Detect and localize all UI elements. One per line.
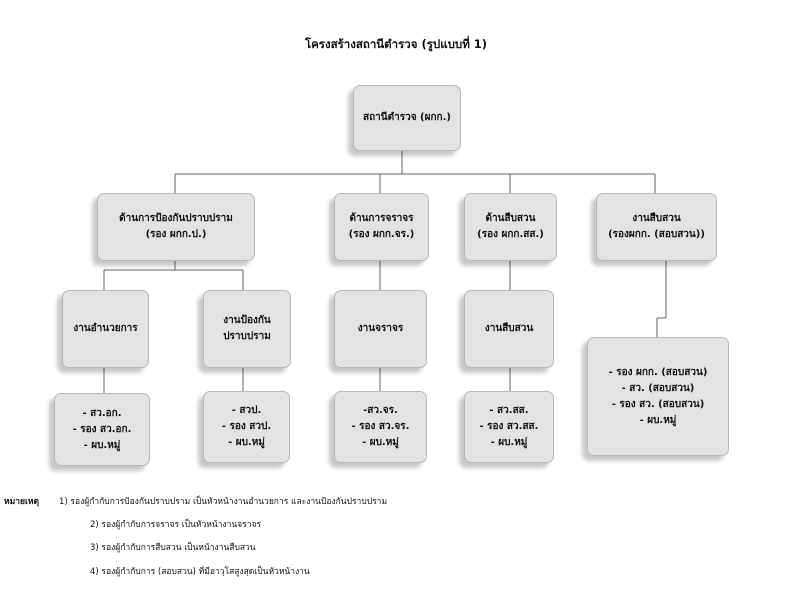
staff-item: - รอง สว.อก. — [72, 423, 132, 435]
unit-label: งานจราจร — [357, 323, 404, 334]
staff-item: -สว.จร. — [363, 405, 398, 416]
unit-label: งานป้องกัน ปราบปราม — [223, 315, 271, 342]
notes-label: หมายเหตุ — [4, 497, 39, 507]
unit-label: งานสืบสวน — [484, 323, 534, 334]
note-item: 1) รองผู้กำกับการป้องกันปราบปราม เป็นหัว… — [59, 497, 388, 507]
staff-item: - ผบ.หมู่ — [228, 437, 265, 448]
staff-item: - ผบ.หมู่ — [639, 414, 677, 426]
unit-box-administration: งานอำนวยการ — [62, 290, 149, 368]
note-item: 3) รองผู้กำกับการสืบสวน เป็นหน้างานสืบสว… — [90, 543, 256, 553]
staff-box-administration: - สว.อก. - รอง สว.อก. - ผบ.หมู่ — [54, 393, 150, 466]
division-box-traffic: ด้านการจราจร (รอง ผกก.จร.) — [334, 193, 429, 261]
staff-item: - รอง สวป. — [221, 421, 272, 432]
staff-box-traffic: -สว.จร. - รอง สว.จร. - ผบ.หมู่ — [334, 391, 427, 463]
staff-item: - สว. (สอบสวน) — [621, 382, 695, 394]
division-title: ด้านสืบสวน — [485, 213, 536, 224]
unit-box-crime-prevention: งานป้องกัน ปราบปราม — [203, 290, 291, 368]
unit-box-traffic: งานจราจร — [334, 290, 427, 368]
staff-item: - สวป. — [231, 405, 262, 416]
division-subtitle: (รอง ผกก.สส.) — [477, 229, 544, 240]
root-station-box: สถานีตำรวจ (ผกก.) — [353, 85, 461, 151]
note-item: 4) รองผู้กำกับการ (สอบสวน) ที่มีอาวุโสสู… — [90, 567, 310, 577]
staff-item: - รอง สว.สส. — [479, 421, 539, 432]
staff-item: - รอง สว.จร. — [351, 421, 410, 432]
staff-item: - รอง ผกก. (สอบสวน) — [608, 366, 708, 378]
division-box-inquiry: งานสืบสวน (รองผกก. (สอบสวน)) — [596, 193, 717, 261]
staff-item: - ผบ.หมู่ — [83, 439, 121, 451]
division-title: ด้านการจราจร — [349, 213, 414, 224]
division-title: งานสืบสวน — [632, 213, 681, 224]
staff-item: - ผบ.หมู่ — [490, 437, 528, 448]
division-title: ด้านการป้องกันปราบปราม — [119, 213, 233, 224]
division-subtitle: (รองผกก. (สอบสวน)) — [608, 229, 705, 240]
staff-box-inquiry: - รอง ผกก. (สอบสวน) - สว. (สอบสวน) - รอง… — [587, 337, 729, 456]
note-item: 2) รองผู้กำกับการจราจร เป็นหัวหน้างานจรา… — [90, 520, 262, 530]
staff-item: - รอง สว. (สอบสวน) — [611, 398, 705, 410]
division-subtitle: (รอง ผกก.ป.) — [145, 229, 207, 240]
root-label: สถานีตำรวจ (ผกก.) — [363, 112, 451, 123]
division-box-investigation: ด้านสืบสวน (รอง ผกก.สส.) — [464, 193, 557, 261]
staff-item: - สว.สส. — [489, 405, 529, 416]
staff-item: - ผบ.หมู่ — [362, 437, 399, 448]
staff-item: - สว.อก. — [82, 407, 122, 419]
diagram-title: โครงสร้างสถานีตำรวจ (รูปแบบที่ 1) — [304, 37, 488, 51]
division-box-prevention: ด้านการป้องกันปราบปราม (รอง ผกก.ป.) — [97, 193, 255, 261]
unit-label: งานอำนวยการ — [73, 323, 138, 334]
staff-box-crime-prevention: - สวป. - รอง สวป. - ผบ.หมู่ — [203, 391, 290, 463]
division-subtitle: (รอง ผกก.จร.) — [348, 229, 415, 240]
staff-box-investigation: - สว.สส. - รอง สว.สส. - ผบ.หมู่ — [464, 391, 554, 463]
unit-box-investigation: งานสืบสวน — [464, 290, 554, 368]
